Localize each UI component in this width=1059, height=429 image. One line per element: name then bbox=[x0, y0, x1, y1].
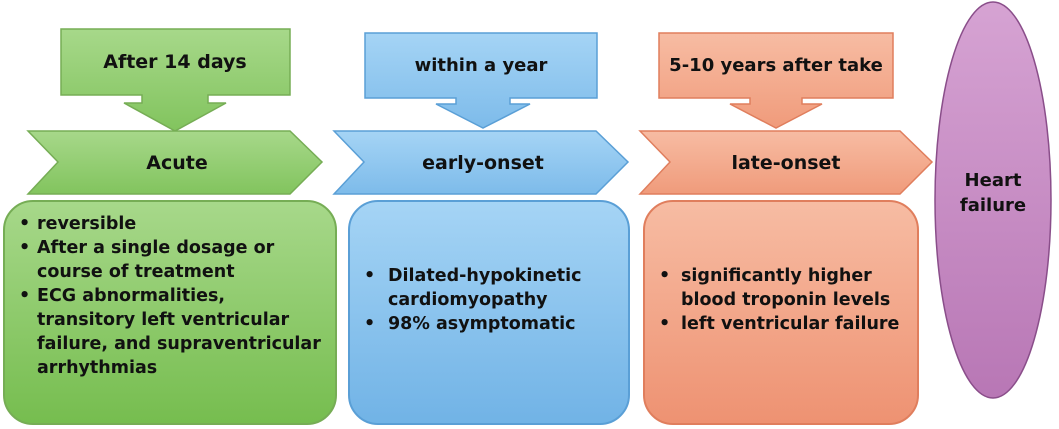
late-onset-timing-label: 5-10 years after take bbox=[669, 55, 883, 76]
late-onset-bullet: significantly higher blood troponin leve… bbox=[655, 264, 911, 312]
acute-bullet: ECG abnormalities, transitory left ventr… bbox=[15, 284, 327, 380]
acute-timing-callout: After 14 days bbox=[60, 28, 291, 132]
early-onset-bullet: 98% asymptomatic bbox=[360, 312, 620, 336]
early-onset-description-panel: Dilated-hypokinetic cardiomyopathy 98% a… bbox=[348, 200, 630, 425]
late-onset-timing-callout: 5-10 years after take bbox=[658, 32, 894, 129]
heart-failure-label-line1: Heart bbox=[965, 170, 1022, 191]
late-onset-description-panel: significantly higher blood troponin leve… bbox=[643, 200, 919, 425]
early-onset-bullet-list: Dilated-hypokinetic cardiomyopathy 98% a… bbox=[360, 264, 620, 336]
acute-bullet: reversible bbox=[15, 212, 327, 236]
acute-bullet: After a single dosage or course of treat… bbox=[15, 236, 327, 284]
early-onset-timing-label: within a year bbox=[415, 55, 548, 76]
acute-description-panel: reversible After a single dosage or cour… bbox=[3, 200, 337, 425]
early-onset-stage-label: early-onset bbox=[422, 152, 544, 174]
heart-failure-label-line2: failure bbox=[960, 195, 1026, 216]
heart-failure-node: Heart failure bbox=[934, 1, 1052, 399]
acute-bullet-list: reversible After a single dosage or cour… bbox=[15, 212, 327, 380]
late-onset-bullet-list: significantly higher blood troponin leve… bbox=[655, 264, 911, 336]
late-onset-stage-chevron: late-onset bbox=[638, 130, 934, 195]
late-onset-stage-label: late-onset bbox=[731, 152, 840, 174]
late-onset-bullet: left ventricular failure bbox=[655, 312, 911, 336]
early-onset-bullet: Dilated-hypokinetic cardiomyopathy bbox=[360, 264, 620, 312]
early-onset-stage-chevron: early-onset bbox=[332, 130, 630, 195]
acute-stage-label: Acute bbox=[146, 152, 207, 174]
early-onset-timing-callout: within a year bbox=[364, 32, 598, 129]
acute-timing-label: After 14 days bbox=[103, 51, 247, 73]
acute-stage-chevron: Acute bbox=[26, 130, 324, 195]
